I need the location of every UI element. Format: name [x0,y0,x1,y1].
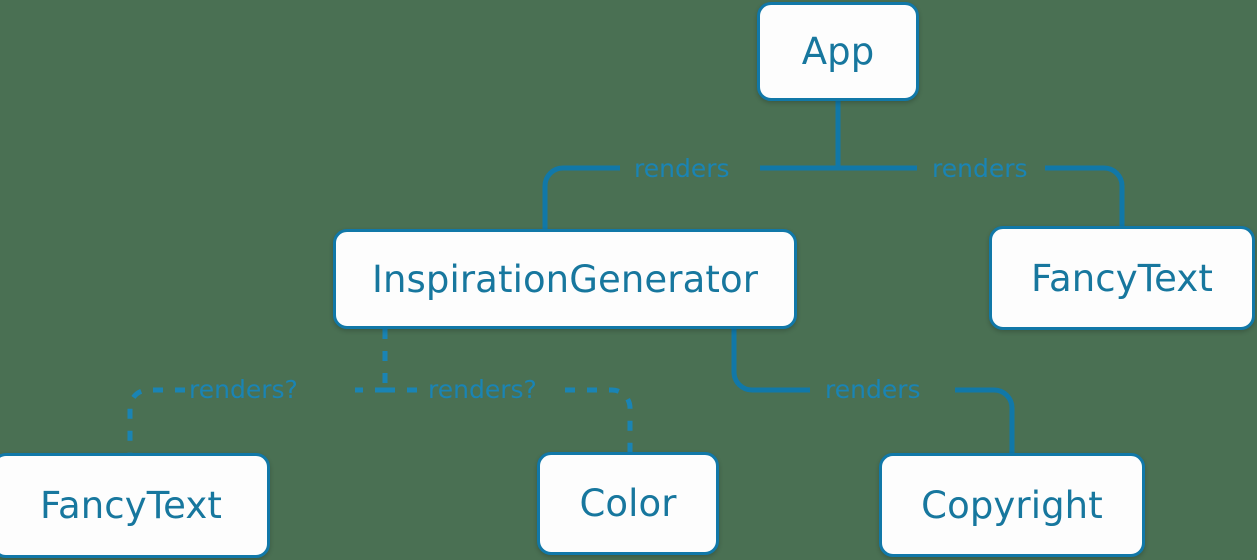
edge-label-inspiration-fancytext: renders? [189,375,298,404]
edge-label-inspiration-color: renders? [428,375,537,404]
node-fancytext-top-right[interactable]: FancyText [989,226,1255,330]
edge-inspiration-color [385,387,633,452]
edge-label-inspiration-copyright: renders [825,375,921,404]
node-fancytext-bottom-left[interactable]: FancyText [0,453,270,558]
node-color-label: Color [579,482,677,525]
edge-app-inspiration [542,101,841,229]
edge-label-app-inspiration: renders [634,154,730,183]
edge-label-app-fancytext: renders [932,154,1028,183]
edge-inspiration-fancytext [127,387,385,453]
node-app-label: App [801,30,875,73]
node-inspiration-generator[interactable]: InspirationGenerator [333,229,797,329]
node-app[interactable]: App [757,2,919,101]
node-copyright[interactable]: Copyright [879,453,1145,557]
node-color[interactable]: Color [537,452,719,555]
node-fancytext-top-right-label: FancyText [1031,256,1213,300]
edge-app-fancytext [838,165,1125,227]
node-inspiration-generator-label: InspirationGenerator [371,257,759,301]
node-copyright-label: Copyright [921,483,1103,527]
edge-inspiration-copyright [731,329,1015,453]
node-fancytext-bottom-left-label: FancyText [40,484,222,527]
